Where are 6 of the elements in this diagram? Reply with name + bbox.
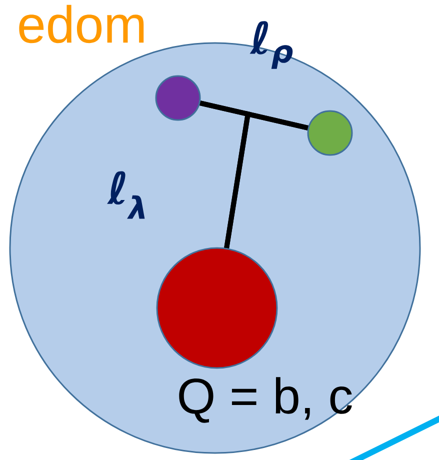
label-text: edom: [19, 4, 144, 44]
particle: [307, 110, 353, 156]
connector-line: [224, 111, 308, 248]
length-label: ℓ$_{λ}$: [107, 171, 145, 219]
particle: [155, 75, 201, 121]
particle: [156, 247, 278, 369]
